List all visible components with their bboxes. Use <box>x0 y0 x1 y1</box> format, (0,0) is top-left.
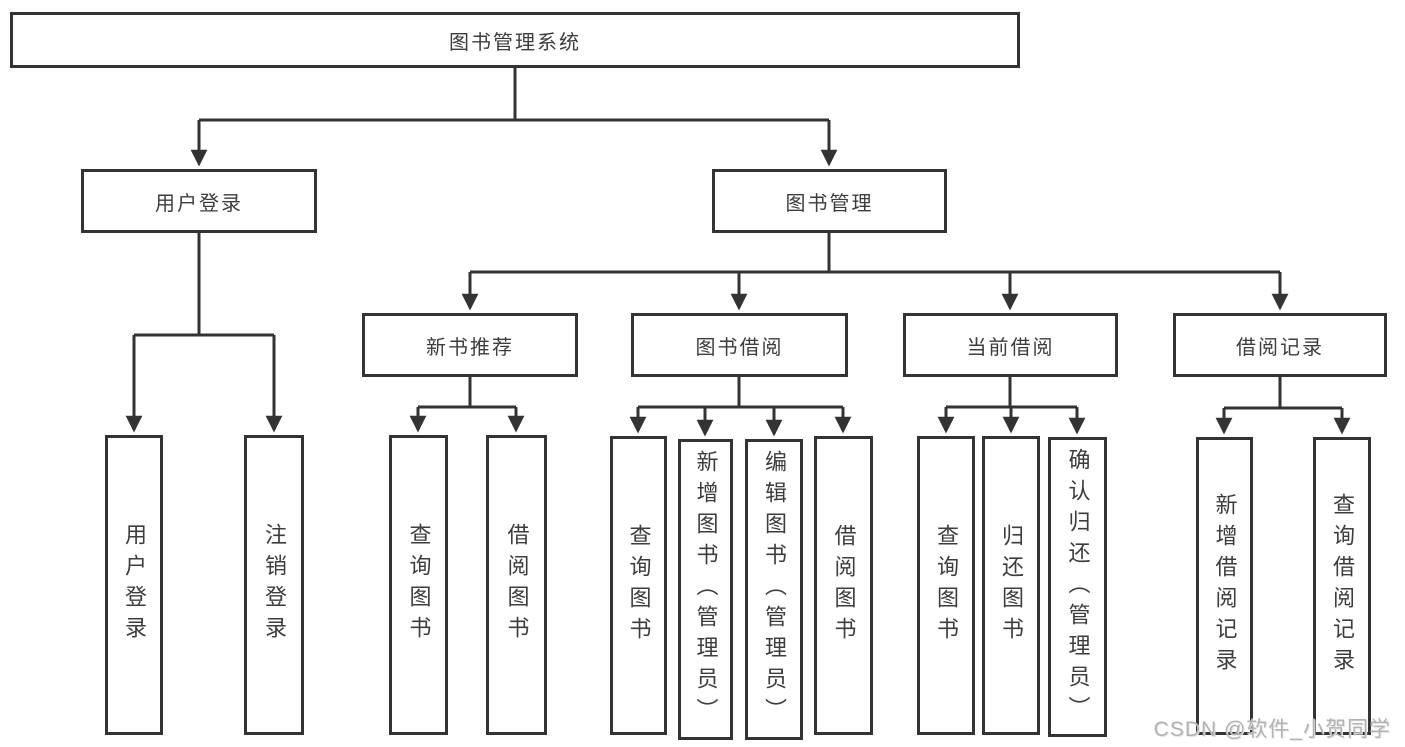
node-book-borrowing-label: 图书借阅 <box>695 336 784 359</box>
leaf-return-books: 归还图书 <box>982 436 1040 735</box>
node-user-login: 用户登录 <box>81 169 317 233</box>
leaf-query-books-borrow-label: 查询图书 <box>626 523 652 648</box>
leaf-borrow-books-newbook-label: 借阅图书 <box>504 523 530 647</box>
leaf-edit-books-admin-label: 编辑图书（管理员） <box>762 450 787 729</box>
node-library-system-label: 图书管理系统 <box>449 31 581 54</box>
leaf-query-books-newbook-label: 查询图书 <box>406 523 432 647</box>
node-library-system: 图书管理系统 <box>10 12 1020 68</box>
leaf-logout: 注销登录 <box>244 435 304 735</box>
leaf-logout-label: 注销登录 <box>262 523 287 647</box>
leaf-add-books-admin-label: 新增图书（管理员） <box>693 450 719 729</box>
node-current-borrowing-label: 当前借阅 <box>966 336 1055 359</box>
node-new-book-recommend-label: 新书推荐 <box>426 336 514 359</box>
leaf-query-books-borrow: 查询图书 <box>610 436 667 735</box>
leaf-query-borrow-record: 查询借阅记录 <box>1313 437 1371 735</box>
leaf-query-books-current: 查询图书 <box>917 436 975 735</box>
leaf-user-login-label: 用户登录 <box>122 523 147 647</box>
node-book-management-label: 图书管理 <box>785 192 874 215</box>
leaf-add-borrow-record-label: 新增借阅记录 <box>1212 493 1238 679</box>
leaf-query-books-newbook: 查询图书 <box>389 435 448 735</box>
leaf-borrow-books-newbook: 借阅图书 <box>486 435 547 735</box>
node-borrowing-records: 借阅记录 <box>1173 313 1387 377</box>
leaf-user-login: 用户登录 <box>105 435 163 735</box>
node-user-login-label: 用户登录 <box>155 192 243 215</box>
csdn-watermark: CSDN @软件_小贺同学 <box>1153 718 1391 741</box>
leaf-confirm-return-admin: 确认归还（管理员） <box>1048 437 1107 737</box>
leaf-borrow-books: 借阅图书 <box>814 436 873 735</box>
leaf-borrow-books-label: 借阅图书 <box>831 523 857 648</box>
leaf-confirm-return-admin-label: 确认归还（管理员） <box>1065 447 1091 727</box>
leaf-edit-books-admin: 编辑图书（管理员） <box>745 439 803 740</box>
leaf-query-books-current-label: 查询图书 <box>934 523 959 648</box>
leaf-return-books-label: 归还图书 <box>999 523 1024 648</box>
node-new-book-recommend: 新书推荐 <box>362 313 578 377</box>
node-borrowing-records-label: 借阅记录 <box>1236 336 1324 359</box>
leaf-query-borrow-record-label: 查询借阅记录 <box>1330 493 1355 679</box>
node-current-borrowing: 当前借阅 <box>903 313 1118 377</box>
node-book-borrowing: 图书借阅 <box>631 313 848 377</box>
leaf-add-borrow-record: 新增借阅记录 <box>1196 437 1253 735</box>
node-book-management: 图书管理 <box>712 169 947 233</box>
leaf-add-books-admin: 新增图书（管理员） <box>678 439 733 740</box>
